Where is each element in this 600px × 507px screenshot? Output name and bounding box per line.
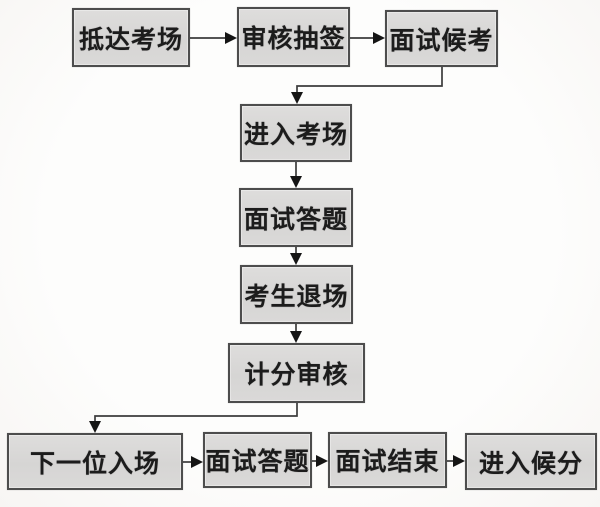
flow-box-wait-interview: 面试候考 [385, 10, 498, 67]
connector-arrow-interview-end-to-wait-score [447, 455, 465, 467]
flow-box-review-draw: 审核抽签 [237, 7, 350, 67]
flow-box-next-enter: 下一位入场 [7, 433, 183, 490]
connector-arrow-arrive-to-review-draw [190, 32, 237, 44]
arrowhead-icon [89, 421, 101, 433]
flow-box-interview-end: 面试结束 [328, 432, 447, 488]
flow-box-wait-score: 进入候分 [465, 433, 597, 490]
connector-arrow-next-enter-to-answer-2 [183, 456, 203, 468]
flow-box-arrive: 抵达考场 [72, 8, 190, 67]
arrowhead-icon [290, 253, 302, 265]
flow-box-label: 进入考场 [243, 121, 348, 149]
flow-box-label: 面试候考 [389, 26, 494, 55]
flow-box-label: 进入候分 [478, 449, 583, 478]
connector-arrow-answer-1-to-exit-room [290, 247, 302, 265]
flow-box-label: 计分审核 [244, 361, 349, 389]
connector-arrow-exit-room-to-score-review [290, 324, 302, 343]
connector-arrow-score-review-to-next-enter [89, 403, 298, 433]
connector-arrow-review-draw-to-wait-interview [350, 32, 385, 44]
arrowhead-icon [316, 455, 328, 467]
arrowhead-icon [373, 32, 385, 44]
connector-arrow-answer-2-to-interview-end [312, 455, 328, 467]
flow-box-exit-room: 考生退场 [240, 265, 353, 324]
arrowhead-icon [225, 32, 237, 44]
flow-box-label: 抵达考场 [78, 25, 183, 54]
arrowhead-icon [290, 331, 302, 343]
connector-arrow-wait-interview-to-enter-room [291, 67, 443, 104]
arrowhead-icon [191, 456, 203, 468]
arrowhead-icon [290, 176, 302, 188]
flow-box-score-review: 计分审核 [228, 343, 365, 403]
arrowhead-icon [453, 455, 465, 467]
flow-box-enter-room: 进入考场 [240, 104, 352, 162]
flow-box-answer-1: 面试答题 [239, 188, 353, 247]
flow-box-label: 面试答题 [205, 448, 310, 476]
arrowhead-icon [291, 92, 303, 104]
connector-arrow-enter-room-to-answer-1 [290, 162, 302, 188]
flow-box-label: 审核抽签 [241, 25, 346, 53]
flow-box-label: 下一位入场 [29, 449, 160, 478]
flow-box-label: 面试答题 [243, 205, 348, 234]
flow-box-answer-2: 面试答题 [203, 432, 312, 488]
flow-box-label: 考生退场 [244, 282, 349, 311]
flow-box-label: 面试结束 [335, 448, 440, 476]
